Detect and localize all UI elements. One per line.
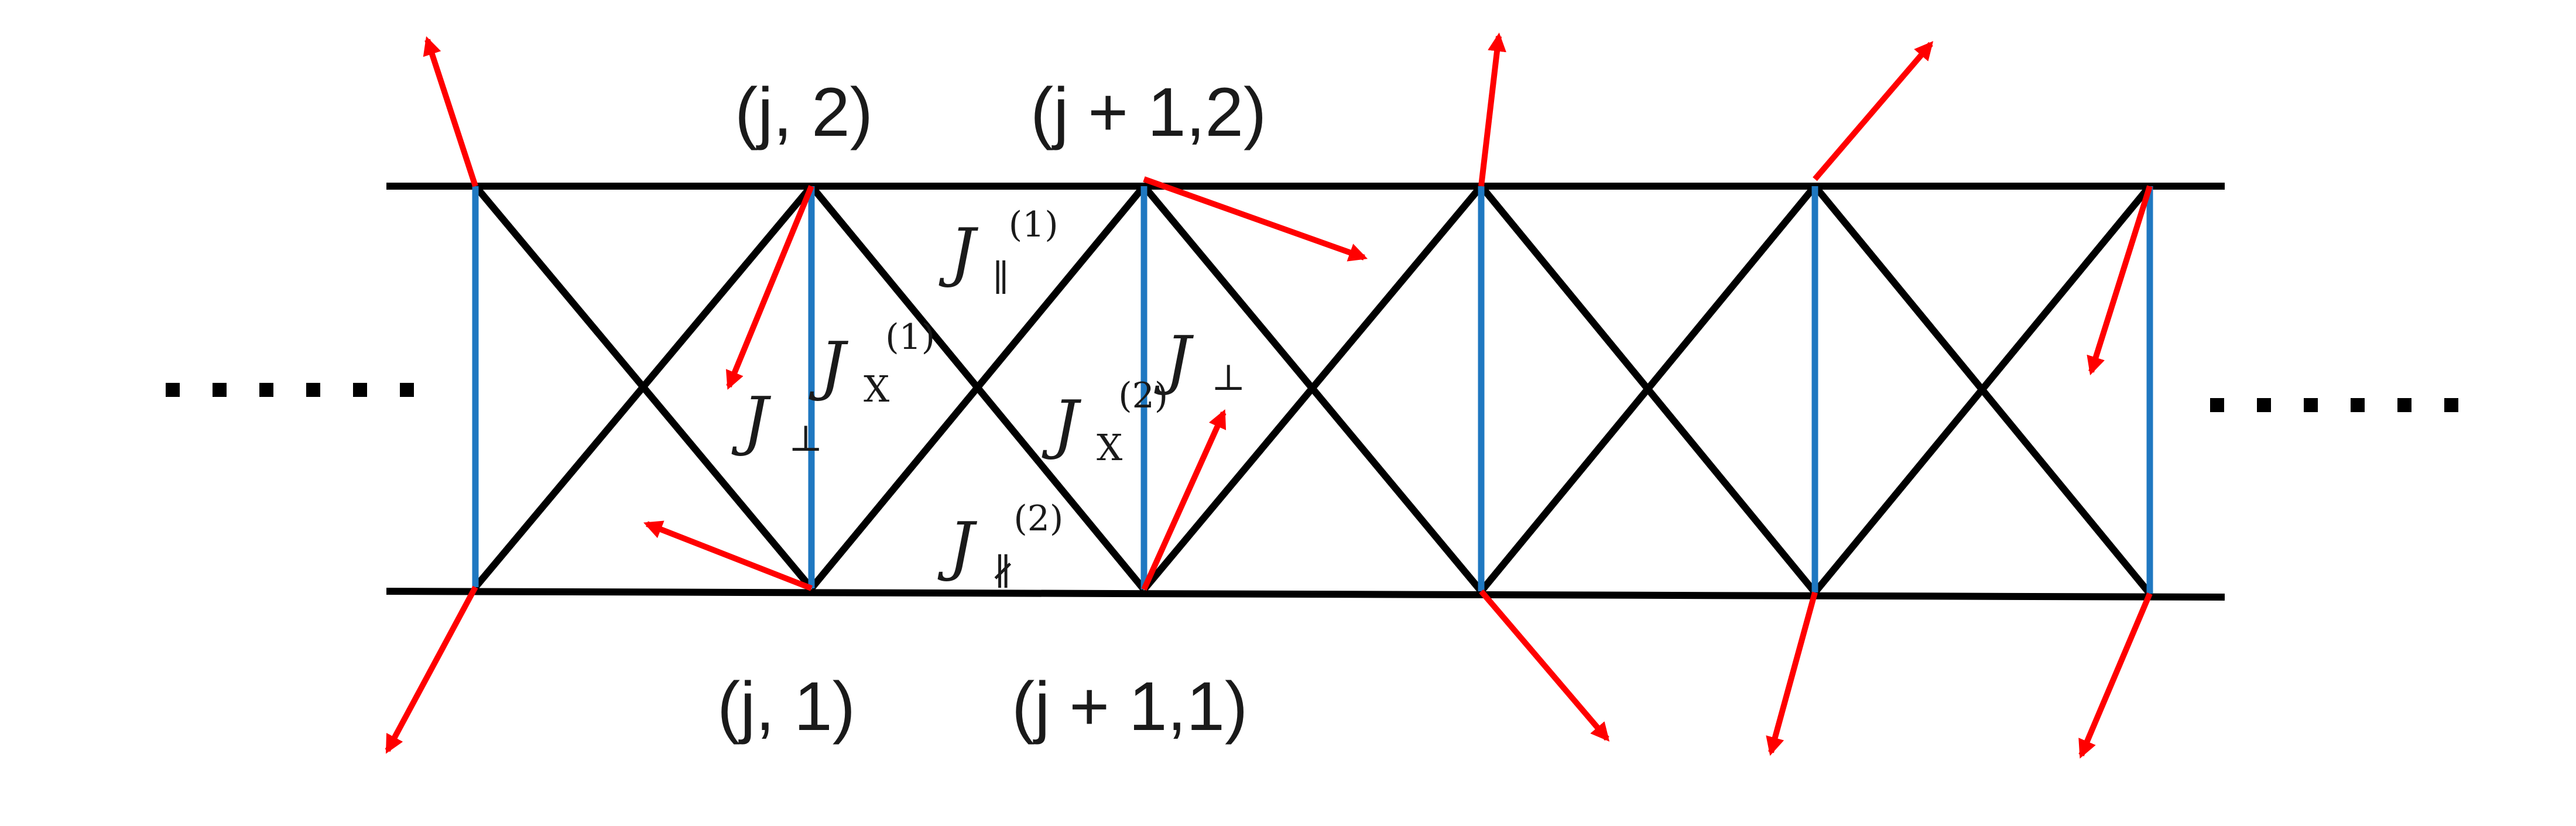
spin-arrow <box>1141 409 1227 591</box>
site-label-top-j: (j, 2) <box>735 74 873 151</box>
spin-arrow <box>1766 591 1818 756</box>
ellipsis-dot <box>213 383 227 397</box>
spin-arrows <box>385 32 2153 759</box>
spin-arrow <box>725 185 814 390</box>
coupling-subscript: X <box>864 368 889 410</box>
bottom-leg <box>386 588 2225 601</box>
coupling-label-j-parallel-1: J ∥ (1) <box>938 204 1059 306</box>
coupling-subscript: ⊥ <box>789 417 823 460</box>
diagonal-bond <box>1141 184 1484 592</box>
spin-arrow <box>1479 589 1610 742</box>
coupling-superscript: (2) <box>1118 375 1168 416</box>
coupling-subscript: X <box>1097 426 1122 469</box>
spin-arrow <box>2087 185 2153 376</box>
ellipsis-dot <box>259 383 273 397</box>
right-ellipsis <box>2210 398 2458 412</box>
spin-arrow <box>1143 176 1368 262</box>
ellipsis-dot <box>2397 398 2411 412</box>
site-label-bottom-j1: (j + 1,1) <box>1012 668 1248 745</box>
ellipsis-dot <box>2257 398 2271 412</box>
coupling-superscript: (2) <box>1013 498 1063 539</box>
coupling-subscript: ∥ <box>992 256 1009 299</box>
coupling-label-j-parallel-2: J ∦ (2) <box>937 498 1063 599</box>
spin-arrow <box>385 585 478 754</box>
diagonal-bond <box>809 184 1147 591</box>
ellipsis-dot <box>353 383 367 397</box>
left-ellipsis <box>166 383 414 397</box>
ellipsis-dot <box>2351 398 2365 412</box>
site-label-bottom-j: (j, 1) <box>717 668 855 745</box>
coupling-symbol: J <box>937 508 978 583</box>
coupling-superscript: (1) <box>885 317 935 358</box>
spin-arrow <box>423 36 478 187</box>
coupling-label-j-x-2: J X (2) <box>1042 375 1168 475</box>
coupling-symbol: J <box>938 214 979 289</box>
spin-arrow <box>2078 592 2153 759</box>
spin-arrow <box>643 520 813 591</box>
rung-bonds <box>472 186 2153 594</box>
ellipsis-dot <box>2304 398 2318 412</box>
coupling-label-j-x-1: J X (1) <box>809 317 935 417</box>
coupling-superscript: (1) <box>1009 204 1059 245</box>
ellipsis-dot <box>400 383 414 397</box>
spin-arrow <box>1478 32 1506 187</box>
diagonal-bond <box>1812 184 2153 595</box>
coupling-subscript: ∦ <box>991 550 1014 593</box>
ellipsis-dot <box>306 383 320 397</box>
diagonal-bonds <box>472 184 2153 596</box>
diagonal-bond <box>472 184 814 589</box>
site-label-top-j1: (j + 1,2) <box>1030 74 1266 151</box>
ellipsis-dot <box>2210 398 2224 412</box>
diagonal-bond <box>1478 184 1818 594</box>
spin-arrow <box>1813 41 1934 181</box>
coupling-symbol: J <box>731 383 772 458</box>
ellipsis-dot <box>166 383 180 397</box>
coupling-subscript: ⊥ <box>1211 356 1245 399</box>
coupling-symbol: J <box>1042 386 1082 461</box>
coupling-label-j-perp-right: J ⊥ <box>1154 322 1245 399</box>
ellipsis-dot <box>2444 398 2458 412</box>
